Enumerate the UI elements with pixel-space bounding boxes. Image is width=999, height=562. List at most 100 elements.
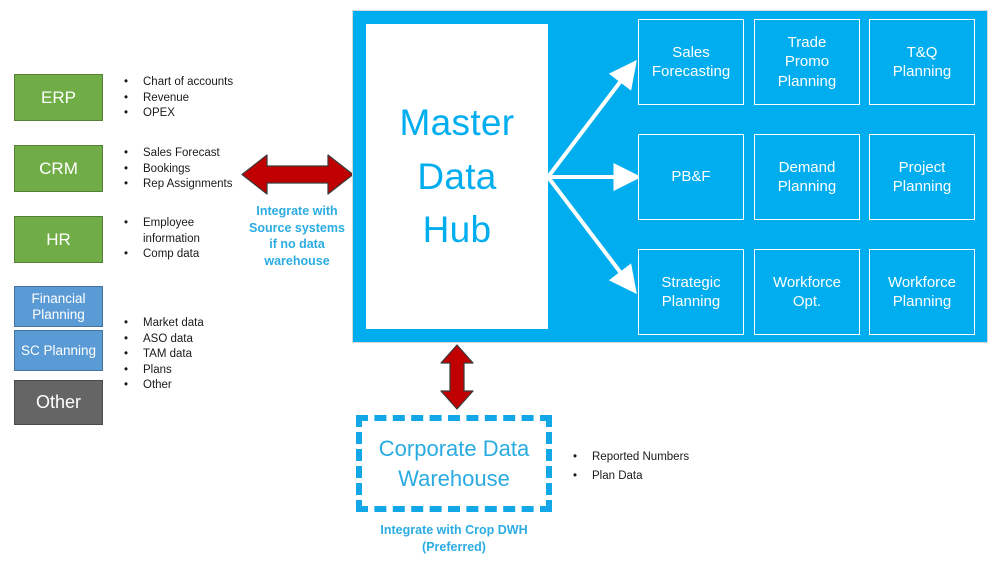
list-item-label: Employee [143, 217, 195, 229]
list-item-label: Plan Data [592, 469, 643, 482]
list-item-label: Comp data [143, 248, 200, 260]
list-item: • Revenue [124, 91, 233, 107]
hub-title-line: Hub [422, 209, 492, 251]
tile-line: Forecasting [651, 63, 731, 80]
list-item: • Comp data [124, 247, 200, 263]
tile-line: Sales [672, 43, 710, 61]
tile-line: PB&F [671, 168, 711, 186]
integration-caption-warehouse: Integrate with Crop DWH (Preferred) [356, 522, 552, 555]
list-item-label: Reported Numbers [592, 451, 690, 463]
list-item-label: TAM data [143, 348, 192, 360]
source-box-label: ERP [41, 87, 76, 107]
bullet-icon: • [124, 76, 129, 88]
bullet-icon: • [124, 178, 129, 190]
source-box-label: Financial Planning [31, 291, 86, 322]
bullet-icon: • [573, 469, 578, 482]
list-item: • OPEX [124, 106, 233, 122]
caption-line: Integrate with Crop DWH [380, 523, 528, 537]
tile-line: Demand [778, 158, 836, 176]
list-item-label: information [143, 232, 200, 245]
tile-trade-promo-planning[interactable]: Trade Promo Planning [754, 19, 860, 105]
tile-line: Promo [784, 53, 830, 71]
list-item: • Plans [124, 363, 204, 379]
tile-line: Planning [892, 178, 952, 195]
tile-line: Strategic [661, 273, 721, 291]
tile-tq-planning[interactable]: T&Q Planning [869, 19, 975, 105]
source-box-crm[interactable]: CRM [14, 145, 103, 192]
list-item: information [124, 232, 200, 248]
list-item-label: Bookings [143, 162, 191, 175]
tile-workforce-opt[interactable]: Workforce Opt. [754, 249, 860, 335]
source-box-hr[interactable]: HR [14, 216, 103, 263]
list-item-label: Market data [143, 317, 204, 329]
warehouse-line: Warehouse [398, 465, 510, 491]
list-item-label: Other [143, 379, 172, 391]
tile-line: Planning [777, 178, 837, 195]
list-item: • Chart of accounts [124, 75, 233, 91]
bullet-icon: • [124, 363, 129, 376]
list-item: • Sales Forecast [124, 146, 233, 162]
integration-caption-sources: Integrate with Source systems if no data… [236, 203, 358, 269]
tile-line: Trade [787, 34, 827, 52]
list-item-label: Plans [143, 363, 172, 376]
tile-demand-planning[interactable]: Demand Planning [754, 134, 860, 220]
bullet-icon [124, 232, 143, 248]
caption-line: Integrate with [256, 204, 338, 218]
bullet-icon: • [124, 317, 129, 329]
list-item: • Market data [124, 316, 204, 332]
list-item-label: Sales Forecast [143, 147, 220, 159]
list-item-label: Rep Assignments [143, 178, 233, 190]
bullet-list-hr: • Employee information • Comp data [124, 216, 200, 263]
tile-line: Planning [777, 72, 837, 90]
source-box-financial-planning[interactable]: Financial Planning [14, 286, 103, 327]
tile-line: Planning [661, 293, 721, 310]
bullet-icon: • [124, 91, 129, 104]
bullet-icon: • [124, 332, 129, 345]
list-item: • Other [124, 378, 204, 394]
tile-line: Planning [892, 293, 952, 310]
list-item-label: Chart of accounts [143, 76, 234, 88]
source-box-erp[interactable]: ERP [14, 74, 103, 121]
bullet-icon: • [124, 348, 129, 360]
tile-workforce-planning[interactable]: Workforce Planning [869, 249, 975, 335]
tile-pbf[interactable]: PB&F [638, 134, 744, 220]
list-item: • Rep Assignments [124, 177, 233, 193]
list-item-label: ASO data [143, 332, 193, 345]
tile-sales-forecasting[interactable]: Sales Forecasting [638, 19, 744, 105]
bidirectional-arrow-warehouse-icon [440, 344, 474, 410]
bidirectional-arrow-sources-icon [241, 153, 354, 196]
bullet-icon: • [124, 217, 129, 229]
tile-line: T&Q [906, 43, 938, 61]
hub-title-line: Data [417, 155, 497, 197]
caption-line: if no data [269, 237, 325, 251]
source-box-label: Other [35, 392, 82, 413]
caption-line: Source systems [249, 220, 345, 235]
hub-title-line: Master [399, 102, 515, 144]
bullet-icon: • [124, 162, 129, 175]
tile-line: Opt. [792, 293, 822, 310]
master-data-hub-box[interactable]: Master Data Hub [366, 24, 548, 329]
bullet-list-warehouse: • Reported Numbers • Plan Data [573, 450, 689, 484]
source-box-sc-planning[interactable]: SC Planning [14, 330, 103, 371]
list-item: • TAM data [124, 347, 204, 363]
caption-line: (Preferred) [422, 539, 486, 554]
tile-line: Planning [892, 63, 952, 80]
list-item: • Bookings [124, 162, 233, 178]
list-item: • Plan Data [573, 469, 689, 485]
tile-line: Project [898, 158, 946, 176]
bullet-icon: • [124, 147, 129, 159]
list-item: • Employee [124, 216, 200, 232]
caption-line: warehouse [264, 253, 330, 268]
source-box-other[interactable]: Other [14, 380, 103, 425]
list-item: • ASO data [124, 332, 204, 348]
bullet-list-erp: • Chart of accounts • Revenue • OPEX [124, 75, 233, 122]
warehouse-line: Corporate Data [378, 435, 530, 461]
bullet-icon: • [124, 248, 129, 260]
bullet-icon: • [124, 379, 129, 391]
bullet-icon: • [124, 107, 129, 119]
tile-project-planning[interactable]: Project Planning [869, 134, 975, 220]
corporate-data-warehouse-box[interactable]: Corporate Data Warehouse [356, 415, 552, 512]
bullet-list-crm: • Sales Forecast • Bookings • Rep Assign… [124, 146, 233, 193]
tile-strategic-planning[interactable]: Strategic Planning [638, 249, 744, 335]
